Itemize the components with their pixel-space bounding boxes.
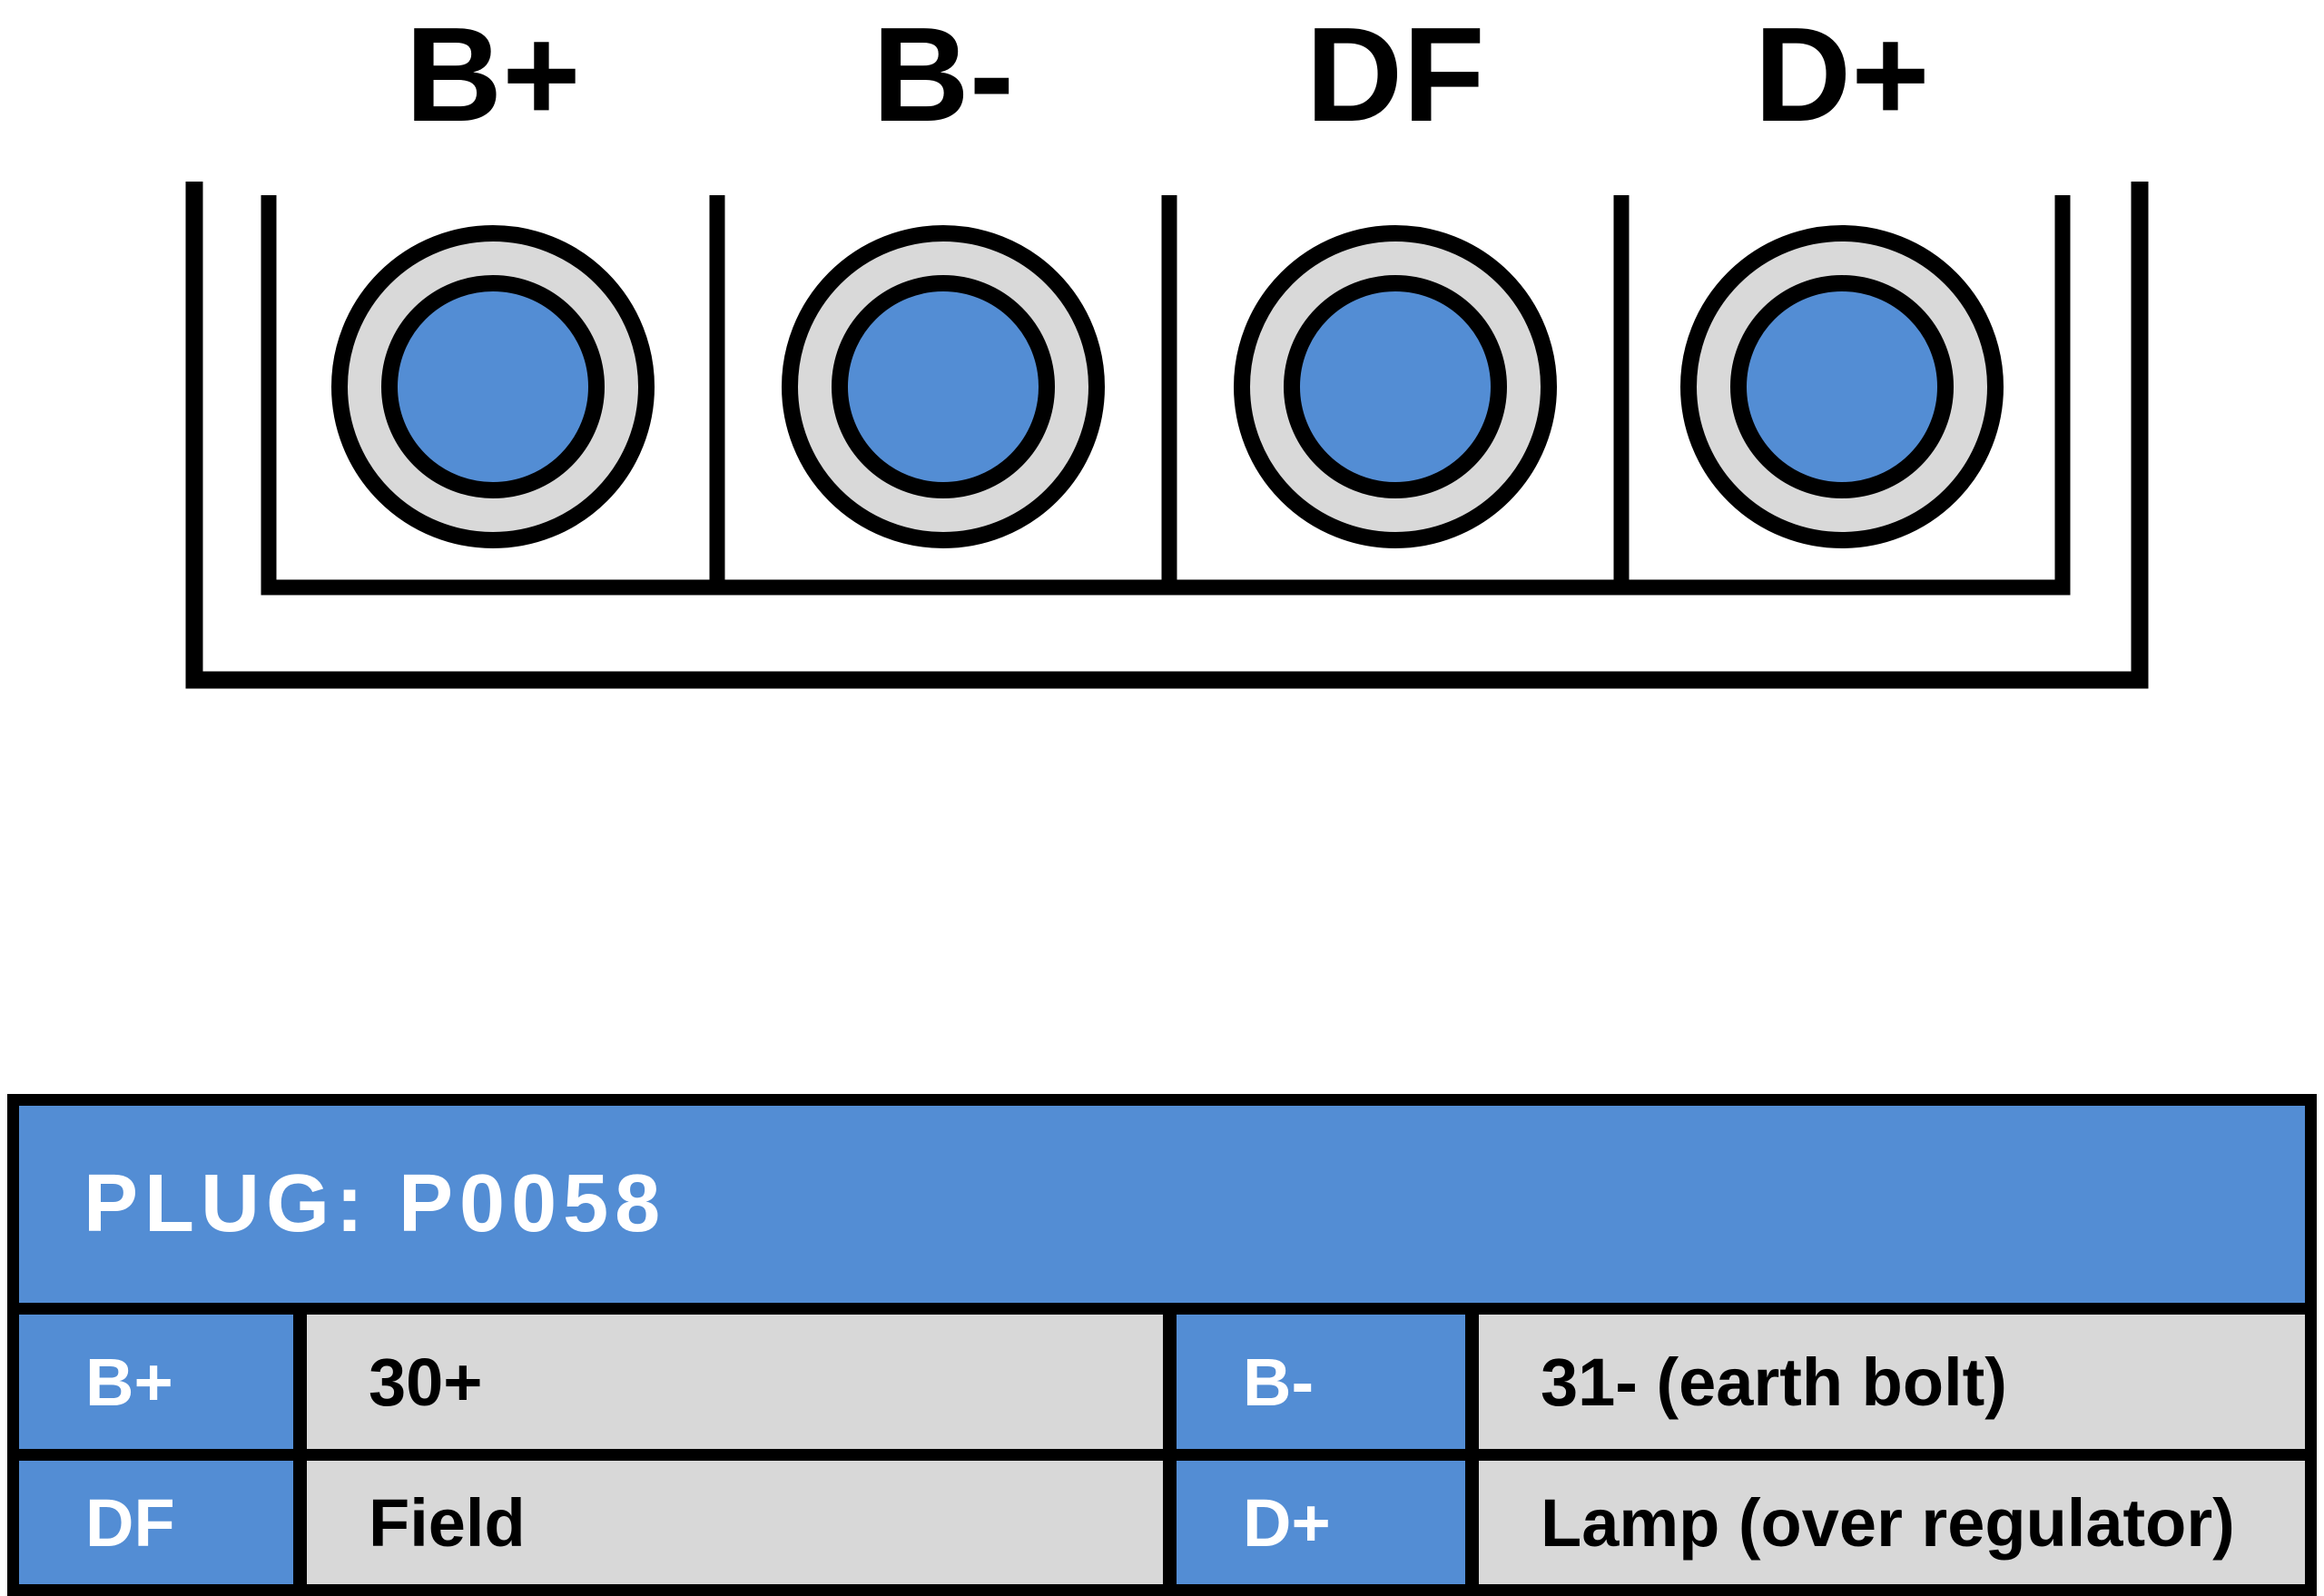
cell-pin-b-minus: B- [1177, 1315, 1465, 1449]
plug-table-title-cell: PLUG: P0058 [19, 1106, 2305, 1303]
connector-diagram: B+ B- DF D+ [185, 0, 2149, 689]
cell-desc-d-plus: Lamp (over regulator) [1479, 1461, 2305, 1584]
pin-b-plus-core [381, 275, 605, 498]
cell-pin-df: DF [19, 1461, 293, 1584]
pin-label-b-plus: B+ [405, 0, 580, 150]
pin-label-df: DF [1305, 0, 1484, 150]
pin-df [1234, 225, 1557, 548]
pin-d-plus [1680, 225, 2004, 548]
cell-pin-d-plus: D+ [1177, 1461, 1465, 1584]
pin-b-minus-core [832, 275, 1055, 498]
pin-label-d-plus: D+ [1754, 0, 1929, 150]
plug-table-title: PLUG: P0058 [84, 1158, 667, 1249]
connector-outer-outline [185, 182, 2149, 689]
cell-desc-b-plus: 30+ [307, 1315, 1163, 1449]
cell-desc-b-minus: 31- (earth bolt) [1479, 1315, 2305, 1449]
plug-legend-table: PLUG: P0058 B+ 30+ B- 31- (earth bolt) D… [7, 1094, 2317, 1596]
pin-d-plus-core [1730, 275, 1954, 498]
pin-b-plus [331, 225, 655, 548]
cell-pin-b-plus: B+ [19, 1315, 293, 1449]
pin-df-core [1284, 275, 1507, 498]
pin-label-b-minus: B- [872, 0, 1014, 150]
cell-desc-df: Field [307, 1461, 1163, 1584]
pin-b-minus [782, 225, 1105, 548]
